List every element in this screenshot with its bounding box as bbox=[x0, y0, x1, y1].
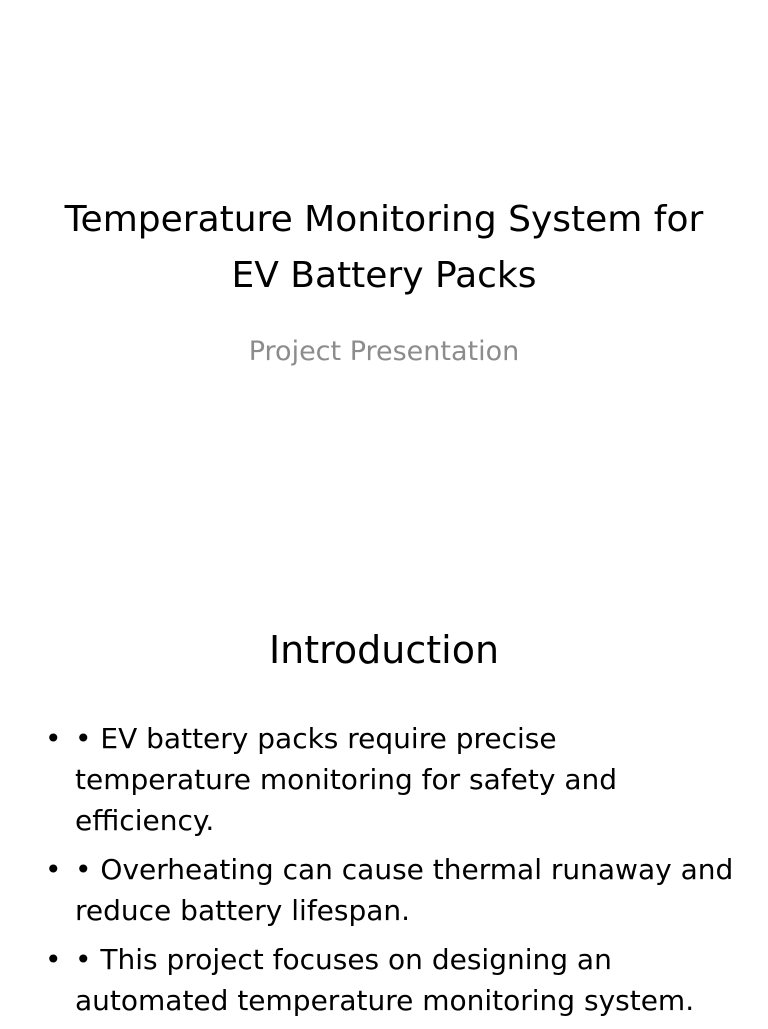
slide-heading: Introduction bbox=[268, 628, 500, 672]
introduction-slide: Introduction • • EV battery packs requir… bbox=[0, 576, 768, 1024]
bullet-marker: • bbox=[45, 722, 62, 755]
bullet-list: • • EV battery packs require precise tem… bbox=[40, 718, 740, 1029]
presentation-title: Temperature Monitoring System for EV Bat… bbox=[64, 199, 704, 296]
bullet-text: • This project focuses on designing an a… bbox=[75, 943, 695, 1017]
bullet-text: • EV battery packs require precise tempe… bbox=[75, 722, 618, 837]
bullet-item: • • Overheating can cause thermal runawa… bbox=[40, 849, 740, 931]
bullet-marker: • bbox=[45, 943, 62, 976]
presentation-subtitle: Project Presentation bbox=[248, 336, 520, 367]
bullet-item: • • EV battery packs require precise tem… bbox=[40, 718, 740, 841]
bullet-marker: • bbox=[45, 853, 62, 886]
bullet-item: • • This project focuses on designing an… bbox=[40, 939, 740, 1021]
bullet-text: • Overheating can cause thermal runaway … bbox=[75, 853, 734, 927]
title-slide: Temperature Monitoring System for EV Bat… bbox=[64, 199, 704, 367]
